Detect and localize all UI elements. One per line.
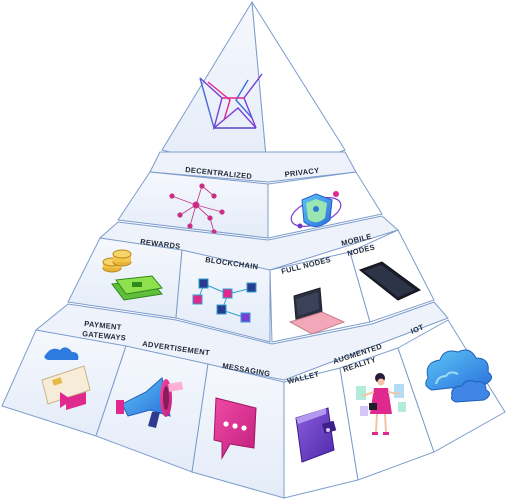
tier-3: REWARDS BLOCKCHAIN FULL NODES MOBILE NOD… <box>67 215 435 343</box>
ar-person-icon <box>356 373 406 435</box>
tier-4-label-payment: PAYMENT <box>84 319 122 332</box>
tier-2-label-strip <box>149 151 357 183</box>
tier-2: DECENTRALIZED PRIVACY <box>117 151 383 239</box>
wallet-icon <box>295 407 337 463</box>
network-nodes-icon <box>169 183 225 235</box>
chat-bubble-icon <box>213 397 257 460</box>
tier-4: PAYMENT GATEWAYS ADVERTISEMENT MESSAGING… <box>1 301 506 499</box>
credit-card-icon <box>41 347 91 410</box>
shield-privacy-icon <box>290 191 342 229</box>
megaphone-icon <box>116 377 184 428</box>
x-wireframe-logo-icon <box>199 73 263 130</box>
laptop-icon <box>288 287 346 335</box>
cloud-icon <box>425 349 492 403</box>
smartphone-icon <box>358 261 421 301</box>
coins-and-cash-icon <box>102 249 163 301</box>
blockchain-blocks-icon <box>192 278 257 323</box>
tier-2-right-label: PRIVACY <box>284 166 320 179</box>
tier-top <box>161 0 346 179</box>
